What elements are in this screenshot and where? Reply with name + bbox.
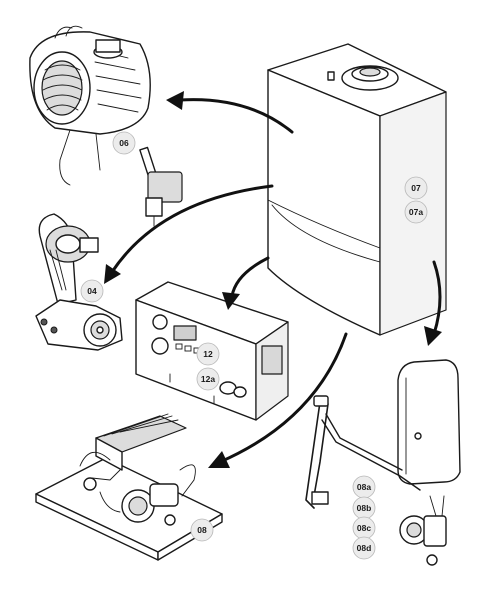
arrow-to-control-panel [230, 256, 270, 298]
callout-hydraulic-block: 08 [190, 518, 214, 542]
heat-exchanger [29, 25, 151, 186]
boiler-casing [267, 43, 447, 336]
callout-pipe-group-d-label: 08d [357, 543, 372, 553]
callout-control-panel-alt-label: 12a [201, 374, 215, 384]
callout-fan-assembly: 04 [80, 279, 104, 303]
callout-pipe-group-a: 08a [352, 475, 376, 499]
fan-assembly [35, 213, 123, 351]
callout-burner-label: 06 [119, 138, 129, 148]
arrow-to-heat-exchanger [178, 98, 294, 134]
callout-casing-alt: 07a [404, 200, 428, 224]
arrow-to-hydraulic-block [218, 332, 348, 464]
hydraulic-block [35, 413, 223, 561]
exploded-view-arrows [104, 91, 442, 468]
callout-pipe-group-c-label: 08c [357, 523, 371, 533]
control-panel [135, 281, 289, 421]
callout-hydraulic-block-label: 08 [197, 525, 207, 535]
arrow-to-fan-assembly [110, 184, 274, 274]
callout-control-panel-label: 12 [203, 349, 213, 359]
callout-pipe-group-b-label: 08b [357, 503, 372, 513]
callout-pipe-group-b: 08b [352, 496, 376, 520]
callout-pipe-group-c: 08c [352, 516, 376, 540]
callout-casing: 07 [404, 176, 428, 200]
ignition-electrode [139, 146, 183, 227]
arrow-to-expansion-vessel [432, 260, 442, 336]
callout-control-panel: 12 [196, 342, 220, 366]
callout-fan-assembly-label: 04 [87, 286, 97, 296]
callout-casing-label: 07 [411, 183, 421, 193]
callout-pipe-group-d: 08d [352, 536, 376, 560]
expansion-vessel [397, 359, 461, 485]
pipe-set [305, 395, 447, 566]
callout-casing-alt-label: 07a [409, 207, 423, 217]
callout-control-panel-alt: 12a [196, 367, 220, 391]
callout-pipe-group-a-label: 08a [357, 482, 371, 492]
callout-burner: 06 [112, 131, 136, 155]
